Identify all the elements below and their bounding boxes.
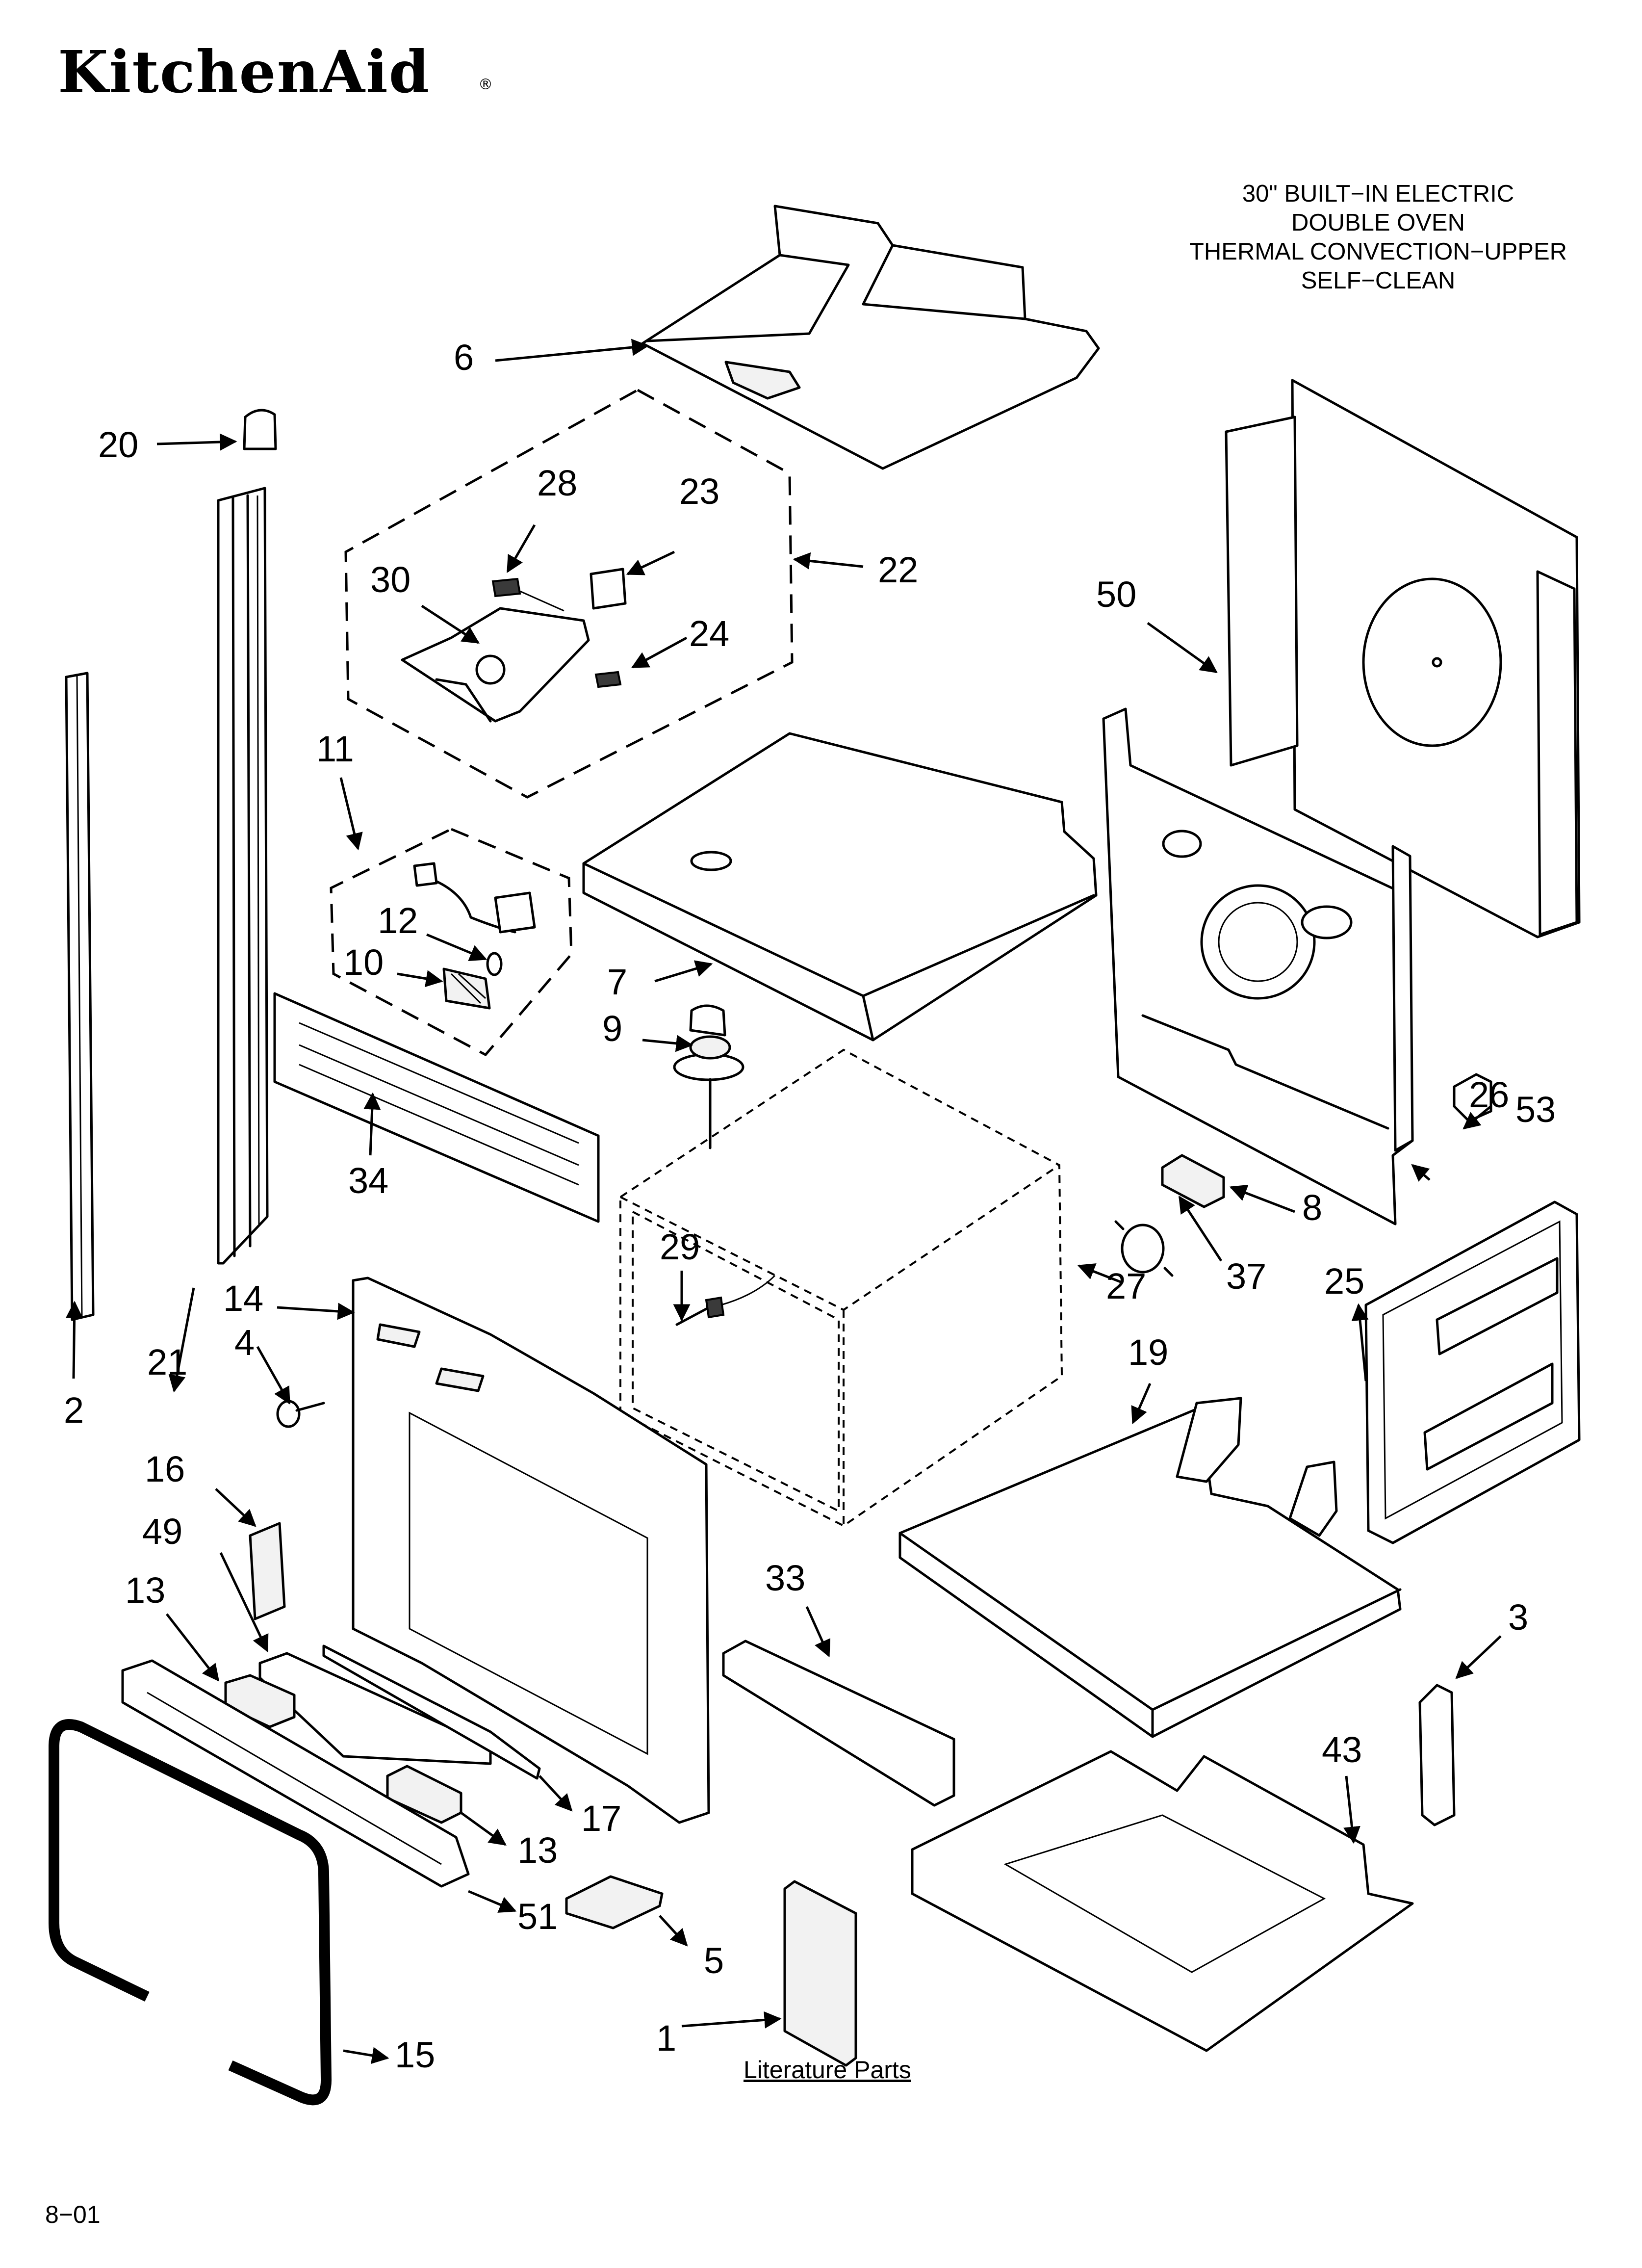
callout-7: 7 xyxy=(607,962,628,1002)
callout-30: 30 xyxy=(370,559,411,600)
part-11-harness-assembly xyxy=(330,828,573,1057)
part-19-oven-bottom xyxy=(898,1397,1402,1738)
part-2-side-rail xyxy=(65,672,95,1321)
callout-17: 17 xyxy=(581,1798,622,1839)
callout-19: 19 xyxy=(1128,1332,1169,1373)
part-1-literature xyxy=(783,1880,857,2067)
footer-code: 8−01 xyxy=(45,2201,101,2228)
callout-11: 11 xyxy=(316,729,354,769)
part-15-door-gasket xyxy=(49,1719,332,2106)
callout-leaders xyxy=(66,339,1502,2064)
part-53-bracket xyxy=(1453,1073,1492,1122)
callout-22: 22 xyxy=(878,549,919,590)
callout-2: 2 xyxy=(64,1390,84,1431)
part-5-bracket xyxy=(565,1875,664,1929)
part-21-side-trim xyxy=(217,487,269,1265)
part-4-screw xyxy=(276,1400,325,1428)
part-51-lower-vent xyxy=(121,1659,470,1888)
literature-parts-label: Literature Parts xyxy=(744,2056,911,2084)
part-14-front-frame xyxy=(352,1277,710,1824)
brand-logo: KitchenAid xyxy=(58,38,431,106)
callout-6: 6 xyxy=(454,337,474,378)
title-line-4: SELF−CLEAN xyxy=(1301,267,1456,294)
part-7-oven-top xyxy=(582,732,1098,1042)
callout-8: 8 xyxy=(1302,1187,1323,1228)
callout-21: 21 xyxy=(147,1342,188,1382)
part-22-control-assembly xyxy=(344,389,794,799)
callout-14: 14 xyxy=(223,1278,264,1319)
callout-10: 10 xyxy=(343,942,384,983)
callout-50: 50 xyxy=(1096,574,1137,615)
callout-26: 26 xyxy=(1469,1074,1510,1115)
title-line-1: 30" BUILT−IN ELECTRIC xyxy=(1242,181,1514,207)
part-29-sensor-probe xyxy=(675,1275,776,1326)
title-line-3: THERMAL CONVECTION−UPPER xyxy=(1189,238,1567,265)
callout-9: 9 xyxy=(602,1008,623,1049)
part-37-thermostat xyxy=(1114,1220,1174,1277)
callout-33: 33 xyxy=(765,1558,806,1598)
part-26-fan-housing xyxy=(1102,707,1414,1225)
callout-27: 27 xyxy=(1106,1266,1147,1306)
title-line-2: DOUBLE OVEN xyxy=(1291,209,1465,236)
part-49-door-strip xyxy=(258,1652,492,1765)
part-34-vent-grille xyxy=(273,992,600,1223)
callout-25: 25 xyxy=(1324,1261,1365,1302)
callout-13-upper: 13 xyxy=(125,1570,166,1611)
callout-4: 4 xyxy=(234,1322,255,1363)
callout-13-lower: 13 xyxy=(517,1830,558,1871)
callout-51: 51 xyxy=(517,1896,558,1937)
part-17-trim xyxy=(322,1644,541,1780)
part-43-oven-base xyxy=(911,1750,1414,2052)
part-8-block xyxy=(1161,1154,1225,1208)
callout-12: 12 xyxy=(378,900,418,941)
part-16-latch xyxy=(249,1522,286,1620)
diagram-title: 30" BUILT−IN ELECTRIC DOUBLE OVEN THERMA… xyxy=(1143,180,1614,295)
callout-28: 28 xyxy=(537,463,578,503)
part-33-rail xyxy=(722,1640,955,1807)
callout-53: 53 xyxy=(1515,1089,1556,1130)
callout-20: 20 xyxy=(98,424,139,465)
part-50-rear-panel xyxy=(1225,379,1581,938)
callout-37: 37 xyxy=(1226,1256,1267,1297)
callout-5: 5 xyxy=(704,1940,724,1981)
callout-24: 24 xyxy=(689,613,730,654)
part-3-hinge xyxy=(1418,1684,1456,1826)
callout-34: 34 xyxy=(348,1160,389,1201)
callout-16: 16 xyxy=(145,1449,185,1489)
part-9-fan-motor xyxy=(673,1004,744,1149)
part-25-side-panel xyxy=(1364,1200,1581,1544)
callout-43: 43 xyxy=(1322,1729,1362,1770)
callout-49: 49 xyxy=(142,1511,183,1552)
registered-mark: ® xyxy=(478,76,493,93)
callout-23: 23 xyxy=(679,471,720,512)
part-6-top-panel xyxy=(641,205,1100,470)
callout-1: 1 xyxy=(656,2018,677,2059)
callout-3: 3 xyxy=(1508,1597,1529,1638)
callout-15: 15 xyxy=(395,2034,436,2075)
callout-29: 29 xyxy=(660,1226,700,1267)
part-20-cap xyxy=(243,409,277,450)
